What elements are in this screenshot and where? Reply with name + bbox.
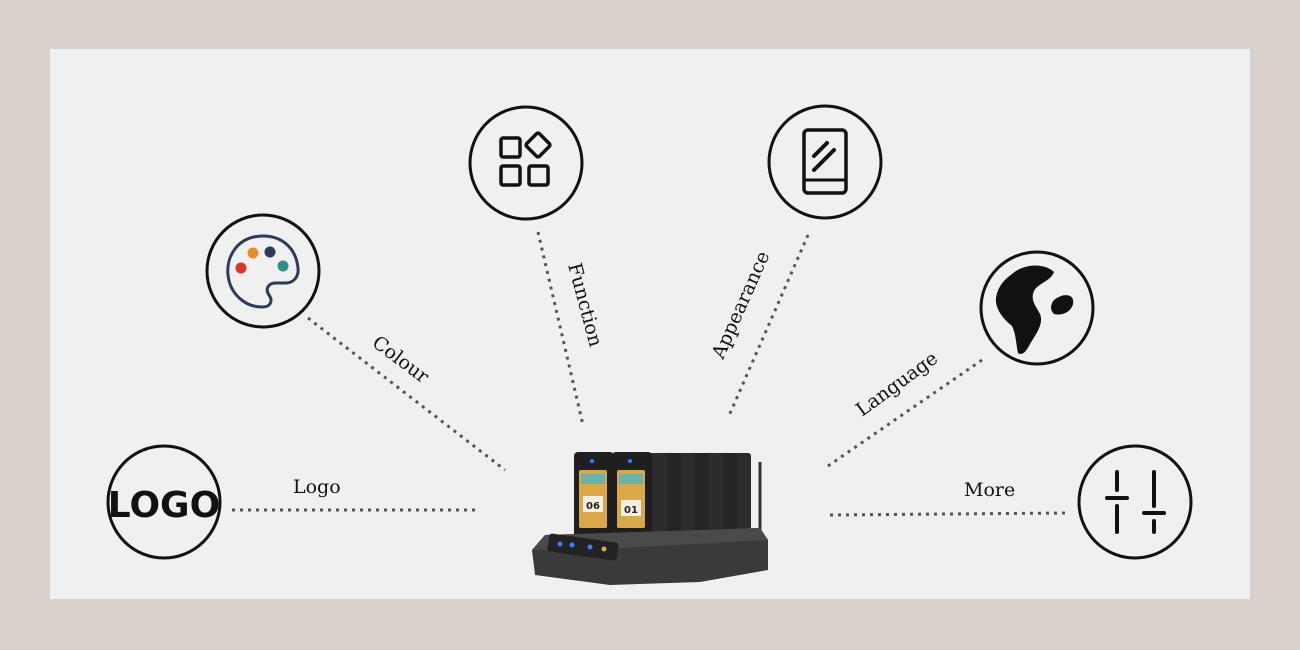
connector-more [829,511,1067,517]
svg-text:01: 01 [624,505,638,516]
pager-device-image: 01 06 [532,452,768,585]
label-language: Language [852,347,942,421]
label-colour: Colour [368,331,434,388]
sliders-icon [1077,444,1193,560]
globe-icon [979,250,1095,366]
book-edit-icon [767,104,883,220]
label-more: More [964,479,1015,501]
label-function: Function [563,261,606,349]
connector-appearance [726,234,810,419]
apps-grid-icon [468,105,584,221]
palette-icon [205,213,321,329]
svg-text:06: 06 [586,501,600,512]
logo-icon: LOGO [106,444,222,560]
connector-colour [307,316,506,472]
connector-function [536,231,585,426]
svg-text:LOGO: LOGO [108,485,220,526]
label-logo: Logo [293,476,341,498]
label-appearance: Appearance [707,248,774,363]
